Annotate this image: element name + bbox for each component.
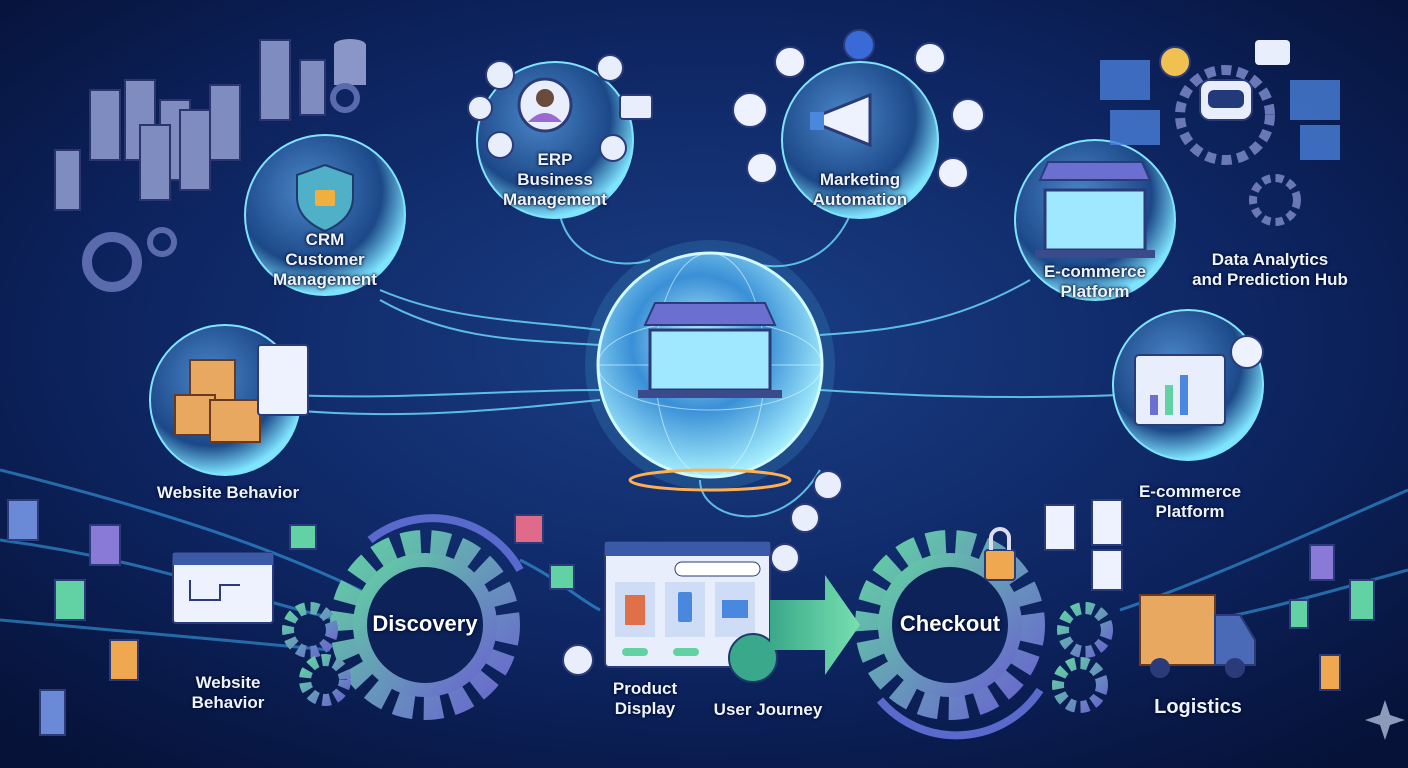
clipboard-icon (257, 344, 309, 416)
discovery-gear (330, 514, 524, 720)
instagram-icon (951, 98, 985, 132)
website-behavior-label: Website Behavior (192, 673, 265, 713)
marketing-title: Marketing (819, 170, 901, 189)
logistics-label: Logistics (1154, 696, 1242, 718)
user-avatars (562, 470, 843, 676)
package-boxes-icon (174, 359, 261, 443)
ecommerce-right-label: E-commerce Platform (1139, 482, 1241, 522)
website-behavior-line2: Behavior (191, 693, 265, 712)
ecommerce-right-subtitle: Platform (1155, 502, 1225, 521)
facebook-icon (843, 29, 875, 61)
product-display-label: Product Display (613, 679, 677, 719)
robot-analytics-icon (1100, 40, 1340, 226)
data-flow-lines (289, 214, 1121, 518)
user-journey-label: User Journey (713, 700, 823, 719)
storefront-laptop-icon (1035, 161, 1155, 258)
website-behavior-line1: Website (195, 673, 261, 692)
product-display-line2: Display (614, 699, 676, 718)
lock-icon (984, 549, 1016, 581)
erp-subtitle-2: Management (503, 190, 607, 209)
erp-label: ERP Business Management (503, 150, 607, 210)
ecommerce-top-title: E-commerce (1043, 262, 1147, 281)
crm-subtitle-1: Customer (285, 250, 365, 269)
ecommerce-right-title: E-commerce (1138, 482, 1242, 501)
product-display-window (604, 541, 778, 683)
ecommerce-top-subtitle: Platform (1060, 282, 1130, 301)
analytics-title: Data Analytics (1211, 250, 1329, 269)
erp-sphere (476, 61, 634, 219)
discovery-label: Discovery (372, 611, 478, 636)
sparkle-icon (1365, 700, 1405, 740)
erp-title: ERP (537, 150, 573, 169)
ecommerce-top-label: E-commerce Platform (1044, 262, 1146, 302)
crm-subtitle-2: Management (273, 270, 377, 289)
twitter-icon (732, 92, 768, 128)
analytics-subtitle: and Prediction Hub (1192, 270, 1348, 289)
analytics-label: Data Analytics and Prediction Hub (1192, 250, 1348, 290)
flow-arrow (770, 575, 860, 675)
checkout-label: Checkout (899, 611, 1001, 636)
website-behavior-top-label: Website Behavior (156, 483, 300, 502)
youtube-icon (746, 152, 778, 184)
website-flow-window (172, 552, 274, 624)
server-rack-icons (54, 39, 366, 292)
checkout-gear (855, 530, 1045, 740)
crm-title: CRM (305, 230, 345, 249)
central-storefront-icon (638, 302, 782, 398)
erp-subtitle-1: Business (517, 170, 593, 189)
product-display-line1: Product (612, 679, 678, 698)
delivery-truck-icon (1139, 594, 1256, 678)
marketing-label: Marketing Automation (813, 170, 907, 210)
analytics-dashboard-icon (1134, 335, 1264, 426)
marketing-subtitle: Automation (812, 190, 908, 209)
crm-label: CRM Customer Management (273, 230, 377, 290)
